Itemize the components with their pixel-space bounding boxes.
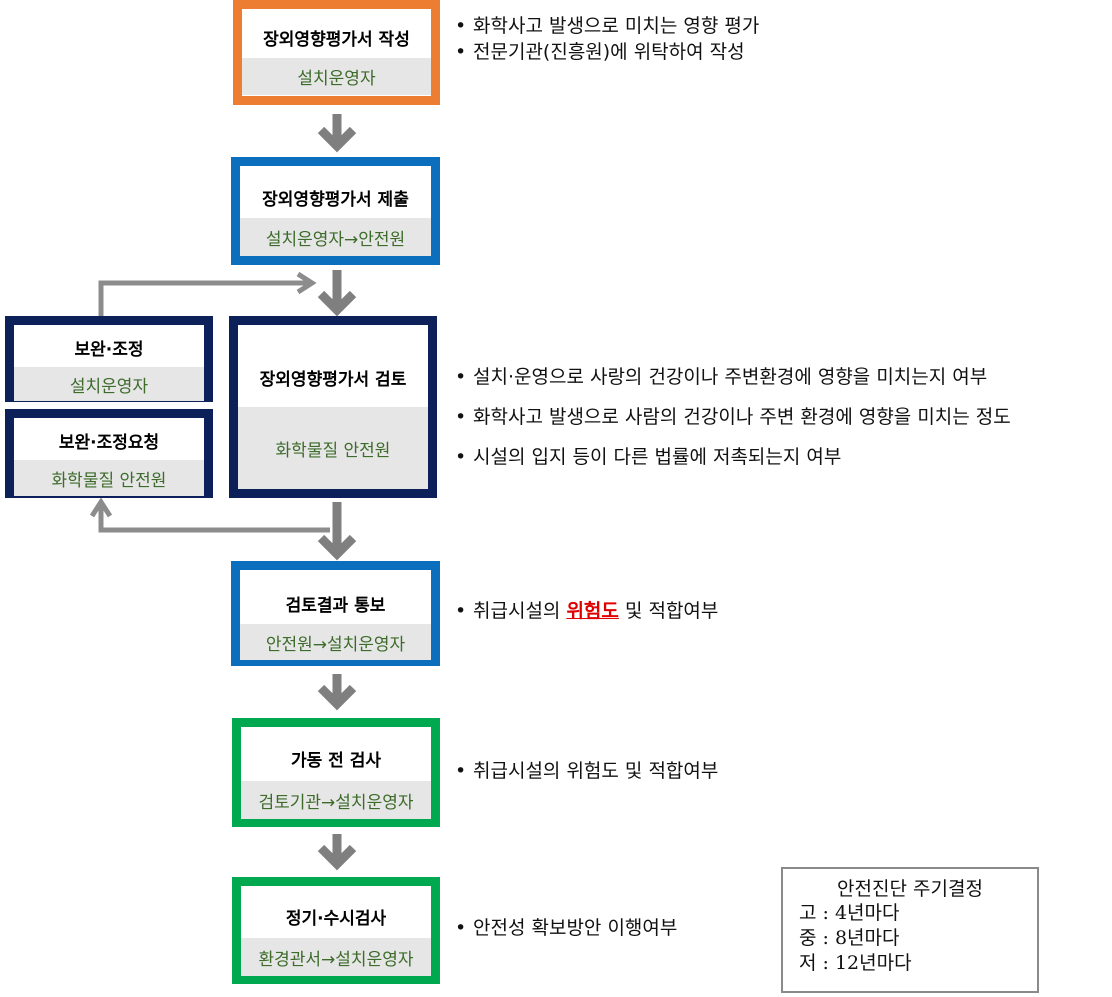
bullet-item: 안전성 확보방안 이행여부 <box>455 915 677 941</box>
bullet-item: 시설의 입지 등이 다른 법률에 저촉되는지 여부 <box>455 437 1011 477</box>
node-notice-title: 검토결과 통보 <box>285 596 386 616</box>
cycle-row-high: 고 : 4년마다 <box>799 902 900 924</box>
node-periodic-title: 정기·수시검사 <box>285 909 387 929</box>
bullets-pre-operation: 취급시설의 위험도 및 적합여부 <box>455 758 718 784</box>
node-notice: 검토결과 통보 안전원→설치운영자 <box>231 561 440 666</box>
arrow-supplement-to-review <box>98 280 310 318</box>
arrow-preop-to-periodic <box>317 834 357 871</box>
arrow-review-to-request <box>98 506 330 533</box>
bullet-item: 취급시설의 위험도 및 적합여부 <box>455 598 718 624</box>
risk-highlight: 위험도 <box>566 600 619 622</box>
node-periodic: 정기·수시검사 환경관서→설치운영자 <box>232 877 440 984</box>
node-submit-title: 장외영향평가서 제출 <box>262 190 409 210</box>
node-review: 장외영향평가서 검토 화학물질 안전원 <box>229 316 437 498</box>
node-supplement-title: 보완·조정 <box>74 340 144 360</box>
arrow-notice-to-preop <box>317 674 357 711</box>
node-pre-operation-title: 가동 전 검사 <box>290 751 382 771</box>
bullet-item: 설치·운영으로 사랑의 건강이나 주변환경에 영향을 미치는지 여부 <box>455 357 1011 397</box>
node-review-sub: 화학물질 안전원 <box>238 407 428 489</box>
node-supplement-request-sub: 화학물질 안전원 <box>14 460 204 496</box>
cycle-row-mid: 중 : 8년마다 <box>799 927 900 949</box>
bullet-item: 취급시설의 위험도 및 적합여부 <box>455 758 718 784</box>
node-pre-operation: 가동 전 검사 검토기관→설치운영자 <box>232 718 440 827</box>
bullets-notice: 취급시설의 위험도 및 적합여부 <box>455 598 718 624</box>
cycle-row-low: 저 : 12년마다 <box>799 952 912 974</box>
bullet-item: 화학사고 발생으로 사람의 건강이나 주변 환경에 영향을 미치는 정도 <box>455 397 1011 437</box>
node-write-sub: 설치운영자 <box>242 58 431 95</box>
node-write-title: 장외영향평가서 작성 <box>263 30 410 50</box>
node-pre-operation-sub: 검토기관→설치운영자 <box>241 781 431 819</box>
bullet-item: 전문기관(진흥원)에 위탁하여 작성 <box>455 39 759 65</box>
notice-prefix: 취급시설의 <box>473 600 567 622</box>
node-review-title: 장외영향평가서 검토 <box>259 370 407 390</box>
node-submit-sub: 설치운영자→안전원 <box>240 218 431 256</box>
node-supplement-request: 보완·조정요청 화학물질 안전원 <box>5 409 213 498</box>
arrow-submit-to-review <box>317 270 357 317</box>
node-supplement-sub: 설치운영자 <box>14 367 204 401</box>
bullets-review: 설치·운영으로 사랑의 건강이나 주변환경에 영향을 미치는지 여부 화학사고 … <box>455 357 1011 477</box>
inspection-cycle-box: 안전진단 주기결정 고 : 4년마다 중 : 8년마다 저 : 12년마다 <box>781 867 1039 993</box>
node-write: 장외영향평가서 작성 설치운영자 <box>233 0 440 105</box>
arrow-write-to-submit <box>317 114 357 153</box>
arrow-review-to-notice <box>317 502 357 561</box>
bullets-write: 화학사고 발생으로 미치는 영향 평가 전문기관(진흥원)에 위탁하여 작성 <box>455 13 759 65</box>
node-supplement: 보완·조정 설치운영자 <box>5 316 213 402</box>
bullet-item: 화학사고 발생으로 미치는 영향 평가 <box>455 13 759 39</box>
node-notice-sub: 안전원→설치운영자 <box>240 624 431 660</box>
node-supplement-request-title: 보완·조정요청 <box>58 433 160 453</box>
node-periodic-sub: 환경관서→설치운영자 <box>241 938 431 976</box>
node-submit: 장외영향평가서 제출 설치운영자→안전원 <box>231 157 440 265</box>
notice-suffix: 및 적합여부 <box>618 600 719 622</box>
bullets-periodic: 안전성 확보방안 이행여부 <box>455 915 677 941</box>
cycle-title: 안전진단 주기결정 <box>837 878 983 900</box>
